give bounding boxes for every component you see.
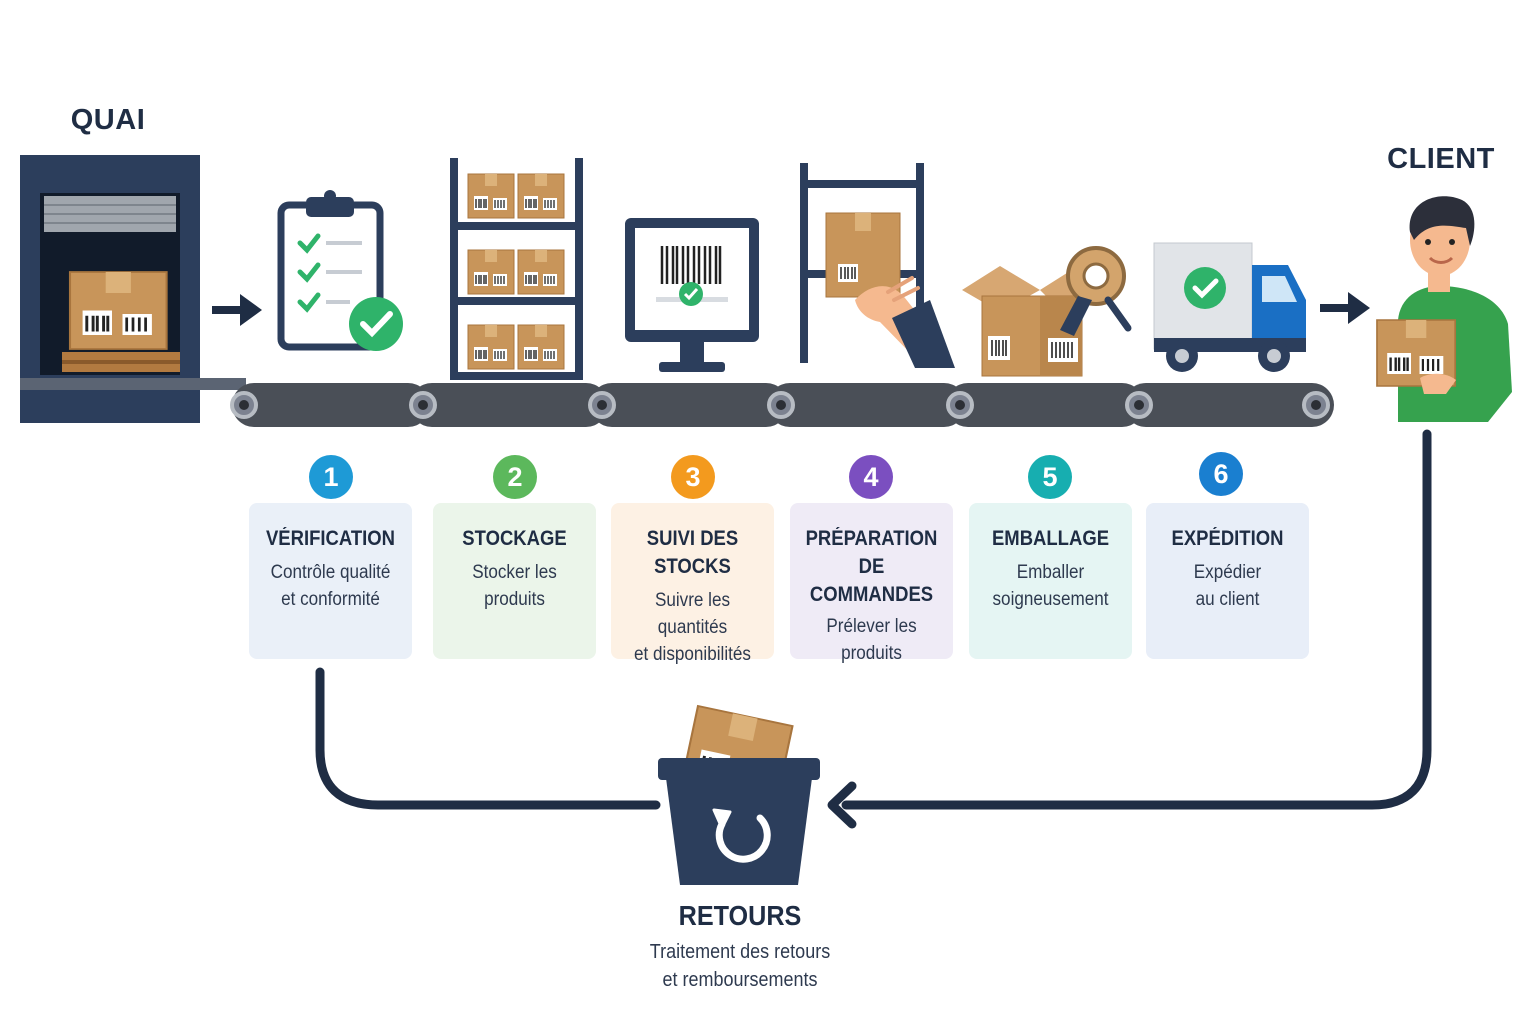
step-card-suivi-stocks: SUIVI DES STOCKS Suivre les quantités et… [611, 503, 774, 665]
client-label: CLIENT [1387, 143, 1495, 175]
returns-title: RETOURS [678, 900, 802, 931]
returns-flow-lines [315, 429, 1432, 810]
packing-box-tape-icon [962, 246, 1132, 377]
shelving-boxes-icon [450, 158, 583, 380]
conveyor-belt [230, 383, 1334, 427]
picking-hand-icon [800, 163, 955, 368]
dock-label: QUAI [70, 104, 146, 136]
arrow-dock-to-verification [212, 294, 262, 326]
step-description: Expédier au client [1193, 562, 1262, 610]
step-title: SUIVI DES STOCKS [646, 527, 739, 578]
clipboard-check-icon [277, 190, 403, 351]
step-description: Emballer soigneusement [992, 562, 1109, 610]
step-title: PRÉPARATION DE COMMANDES [805, 527, 938, 606]
step-description: Stocker les produits [472, 562, 557, 610]
step-description: Suivre les quantités et disponibilités [634, 590, 751, 665]
returns-bin-icon [658, 704, 820, 885]
step-2-badge: 2 [493, 455, 537, 499]
step-card-preparation: PRÉPARATION DE COMMANDES Prélever les pr… [790, 503, 953, 664]
step-4-badge: 4 [849, 455, 893, 499]
step-title: VÉRIFICATION [265, 527, 396, 550]
loading-dock-icon [20, 155, 246, 423]
step-card-expedition: EXPÉDITION Expédier au client [1146, 503, 1309, 659]
step-description: Prélever les produits [826, 616, 917, 664]
returns-arrowhead [827, 781, 857, 829]
step-card-emballage: EMBALLAGE Emballer soigneusement [969, 503, 1132, 659]
step-5-badge: 5 [1028, 455, 1072, 499]
step-card-stockage: STOCKAGE Stocker les produits [433, 503, 596, 659]
step-3-badge: 3 [671, 455, 715, 499]
barcode-monitor-icon [625, 218, 759, 372]
delivery-truck-icon [1153, 242, 1306, 372]
arrow-truck-to-client [1320, 292, 1370, 324]
step-6-badge: 6 [1199, 452, 1243, 496]
returns-description: Traitement des retours et remboursements [649, 941, 831, 991]
step-title: EXPÉDITION [1171, 527, 1284, 550]
step-card-verification: VÉRIFICATION Contrôle qualité et conform… [249, 503, 412, 659]
step-title: STOCKAGE [462, 527, 567, 550]
step-title: EMBALLAGE [991, 527, 1110, 550]
step-description: Contrôle qualité et conformité [270, 562, 391, 610]
client-person-icon [1375, 196, 1512, 422]
step-1-badge: 1 [309, 455, 353, 499]
